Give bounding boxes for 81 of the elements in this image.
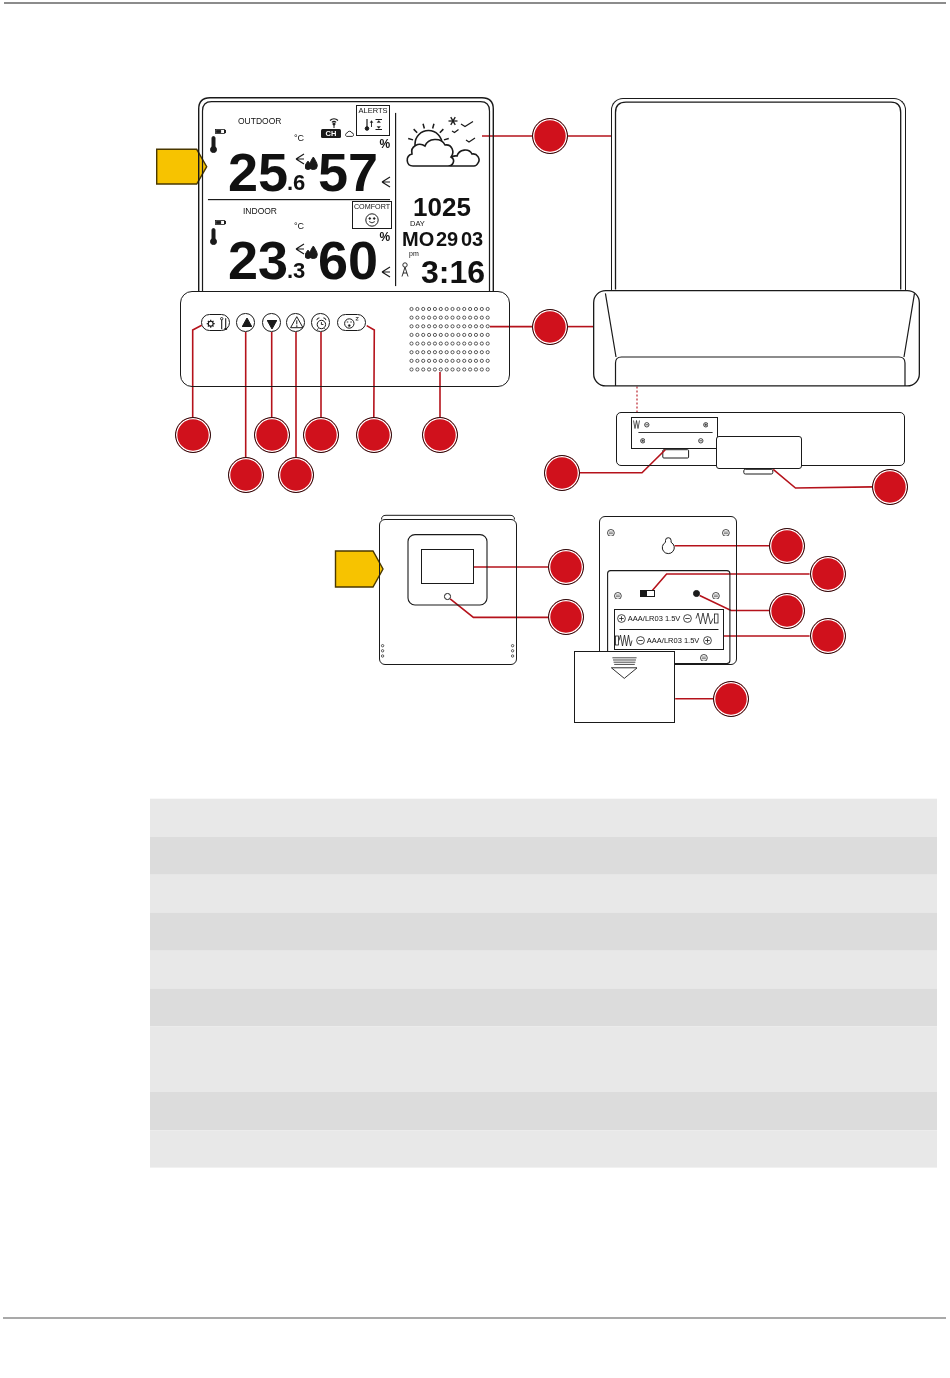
battery-cover bbox=[574, 651, 676, 724]
leader-line bbox=[365, 324, 376, 418]
temperature-decimal: .6 bbox=[287, 172, 306, 194]
leader-line bbox=[567, 135, 612, 137]
unit-label: °C bbox=[294, 222, 305, 231]
temperature-reading: 23 bbox=[228, 233, 289, 287]
callout-circle bbox=[809, 618, 846, 654]
leader-line bbox=[698, 594, 770, 612]
leader-line bbox=[320, 331, 322, 418]
time-reading: 3:16 bbox=[421, 256, 486, 288]
reset-button bbox=[693, 590, 700, 598]
callout-circle bbox=[872, 468, 909, 505]
pressure-reading: 1025 bbox=[413, 194, 471, 220]
callout-circle bbox=[422, 417, 458, 453]
leader-line bbox=[723, 635, 811, 637]
callout-circle bbox=[303, 417, 339, 453]
channel-indicator bbox=[321, 129, 341, 138]
callout-circle bbox=[532, 118, 568, 154]
humidity-reading: 60 bbox=[318, 233, 379, 287]
battery-cover bbox=[715, 436, 803, 469]
callout-circle bbox=[278, 457, 314, 493]
unit-label: °C bbox=[294, 134, 305, 143]
leader-line bbox=[244, 331, 247, 458]
alarm-key bbox=[311, 313, 330, 332]
callout-circle bbox=[532, 308, 568, 345]
humidity-reading: 57 bbox=[318, 145, 379, 199]
leader-line bbox=[579, 448, 667, 474]
settings-key bbox=[201, 313, 231, 332]
callout-circle bbox=[548, 549, 584, 585]
alerts-indicator-box bbox=[356, 105, 390, 136]
station-bottom-view bbox=[615, 412, 905, 466]
section-label: INDOOR bbox=[243, 206, 277, 215]
leader-line bbox=[674, 698, 715, 700]
callout-circle bbox=[174, 417, 211, 453]
station-back-panel bbox=[611, 97, 906, 290]
temperature-decimal: .3 bbox=[287, 260, 306, 282]
leader-line bbox=[489, 325, 533, 328]
weather-forecast-icon bbox=[404, 115, 482, 169]
led-indicator bbox=[444, 593, 451, 600]
lcd-screen bbox=[198, 97, 494, 291]
date-reading: 29 bbox=[436, 229, 459, 250]
station-back-stand bbox=[593, 290, 920, 387]
battery-holder bbox=[613, 608, 724, 650]
callout-circle bbox=[548, 599, 584, 636]
leader-line bbox=[449, 597, 549, 619]
callout-circle bbox=[355, 417, 392, 453]
callout-circle bbox=[544, 454, 580, 491]
leader-line bbox=[481, 135, 533, 137]
callout-circle bbox=[253, 417, 290, 453]
snooze-key bbox=[337, 313, 367, 332]
sensor-display-window bbox=[420, 548, 474, 585]
callout-circle bbox=[713, 680, 750, 717]
leader-line bbox=[567, 325, 594, 328]
leader-line bbox=[673, 544, 770, 547]
up-key bbox=[236, 313, 255, 332]
callout-circle bbox=[769, 592, 806, 629]
leader-line bbox=[191, 324, 203, 418]
unit-label: % bbox=[379, 231, 391, 243]
speaker-grille bbox=[408, 307, 490, 372]
callout-circle bbox=[227, 457, 264, 493]
down-key bbox=[262, 313, 281, 332]
callout-circle bbox=[809, 556, 846, 592]
battery-compartment bbox=[631, 416, 718, 450]
slide-switch bbox=[639, 590, 655, 598]
month-reading: 03 bbox=[461, 229, 484, 250]
leader-line bbox=[473, 566, 549, 568]
leader-line bbox=[439, 371, 441, 418]
sensor-front-housing bbox=[378, 518, 518, 666]
weekday-reading: MO bbox=[402, 229, 435, 250]
temperature-reading: 25 bbox=[228, 145, 289, 199]
comfort-indicator-box bbox=[352, 201, 392, 229]
keyhole-slot bbox=[661, 537, 675, 555]
leader-line bbox=[772, 468, 874, 489]
dashed-connector bbox=[636, 386, 638, 413]
unit-label: % bbox=[379, 138, 391, 150]
section-label: OUTDOOR bbox=[238, 116, 282, 125]
callout-circle bbox=[769, 527, 806, 564]
leader-line bbox=[651, 573, 811, 592]
leader-line bbox=[270, 331, 273, 418]
leader-line bbox=[295, 331, 297, 458]
station-base bbox=[180, 290, 510, 387]
